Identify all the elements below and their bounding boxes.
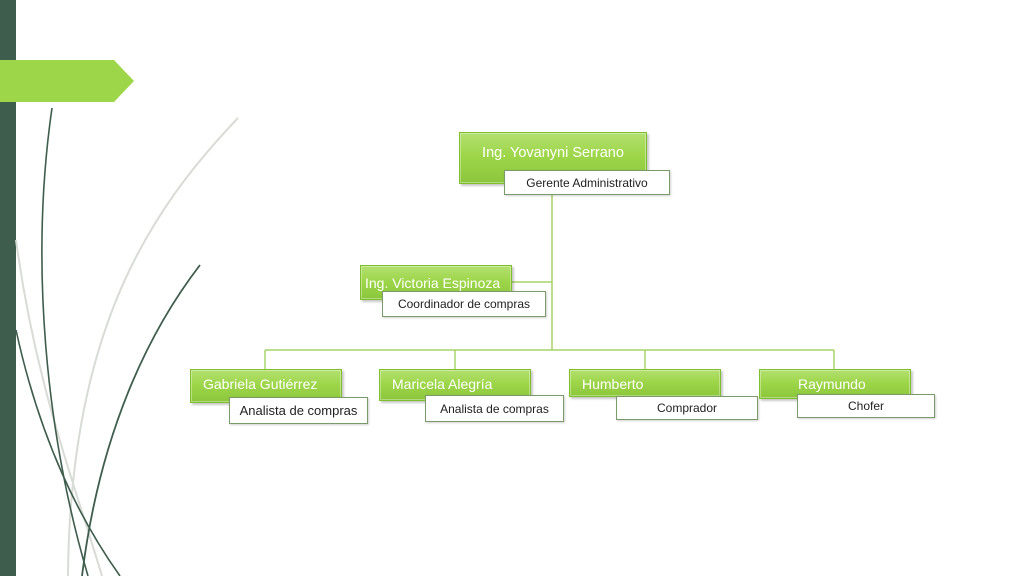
node-assistant-role: Coordinador de compras bbox=[382, 291, 546, 317]
accent-arrow-shape bbox=[0, 60, 134, 102]
node-staff-3-name: Humberto bbox=[569, 369, 721, 397]
decor-curve-dark-1 bbox=[41, 107, 89, 576]
node-staff-4-role: Chofer bbox=[797, 394, 935, 418]
decor-curve-light-1 bbox=[67, 117, 239, 576]
decor-curve-dark-2 bbox=[81, 264, 201, 576]
node-staff-3-role: Comprador bbox=[616, 396, 758, 420]
side-bar bbox=[0, 0, 16, 576]
decor-curve-light-2 bbox=[15, 239, 103, 576]
decor-curve-dark-3 bbox=[15, 329, 121, 576]
node-head-role: Gerente Administrativo bbox=[504, 170, 670, 195]
node-staff-1-role: Analista de compras bbox=[229, 397, 368, 424]
accent-arrow-tab bbox=[0, 60, 134, 102]
node-staff-2-role: Analista de compras bbox=[425, 395, 564, 422]
